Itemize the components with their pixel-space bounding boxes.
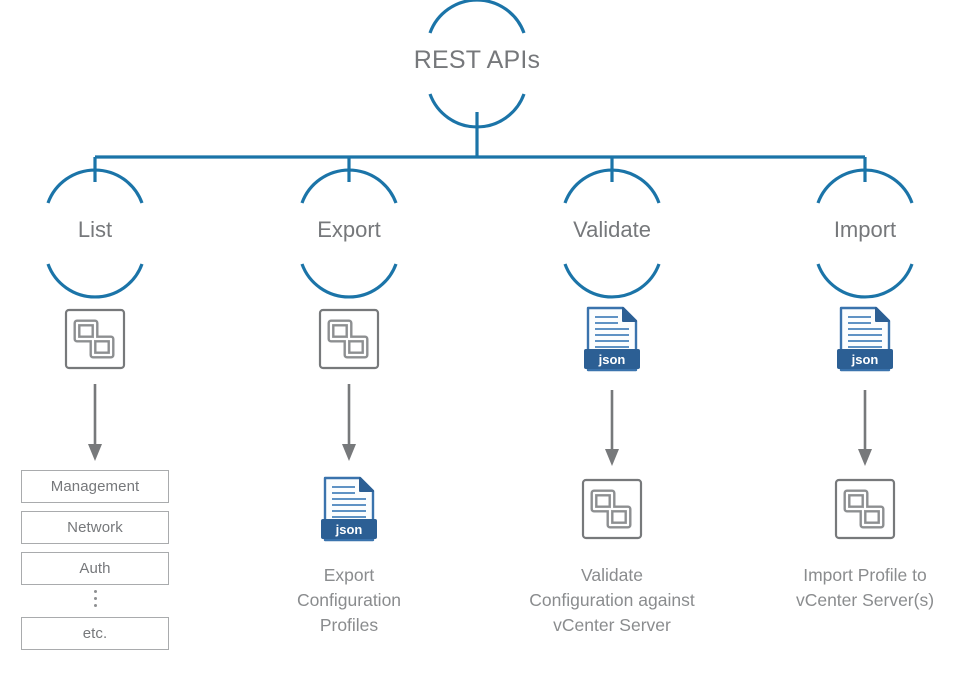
branch-arc-bottom-export (300, 263, 398, 299)
list-item[interactable]: Auth (21, 552, 169, 585)
branch-arc-top-import (816, 168, 914, 204)
branch-label-import[interactable]: Import (833, 217, 897, 242)
json-file-icon-import: json (837, 306, 893, 372)
branch-label-export[interactable]: Export (317, 217, 381, 242)
json-badge-label: json (335, 522, 363, 537)
list-item[interactable]: Network (21, 511, 169, 544)
vcenter-icon-export (318, 308, 380, 370)
caption-line: Configuration against (529, 590, 695, 610)
branch-arc-bottom-list (46, 263, 144, 299)
diagram-title: REST APIs (413, 46, 541, 74)
list-item[interactable]: Management (21, 470, 169, 503)
branch-arc-top-export (300, 168, 398, 204)
caption-line: Export (323, 565, 375, 585)
caption-line: Validate (581, 565, 643, 585)
json-badge-label: json (851, 352, 879, 367)
down-arrow-icon-export (342, 384, 356, 461)
list-item[interactable]: etc. (21, 617, 169, 650)
branch-label-list[interactable]: List (77, 217, 113, 242)
caption-line: vCenter Server(s) (795, 590, 935, 610)
vcenter-icon-import (834, 478, 896, 540)
branch-arc-top-validate (563, 168, 661, 204)
list-ellipsis-icon (21, 590, 169, 607)
json-file-icon-validate: json (584, 306, 640, 372)
json-file-icon-export: json (321, 476, 377, 542)
vcenter-icon-list (64, 308, 126, 370)
down-arrow-icon-list (88, 384, 102, 461)
caption-export: Export Configuration Profiles (219, 563, 479, 638)
root-arc-bottom (428, 93, 526, 129)
down-arrow-icon-import (858, 390, 872, 466)
caption-import: Import Profile to vCenter Server(s) (735, 563, 974, 613)
branch-arc-bottom-validate (563, 263, 661, 299)
vcenter-icon-validate (581, 478, 643, 540)
caption-validate: Validate Configuration against vCenter S… (482, 563, 742, 638)
caption-line: Configuration (296, 590, 402, 610)
caption-line: Import Profile to (803, 565, 927, 585)
branch-label-validate[interactable]: Validate (573, 217, 651, 242)
down-arrow-icon-validate (605, 390, 619, 466)
json-badge-label: json (598, 352, 626, 367)
caption-line: vCenter Server (553, 615, 671, 635)
root-arc-top (428, 0, 526, 34)
caption-line: Profiles (319, 615, 379, 635)
branch-arc-top-list (46, 168, 144, 204)
branch-arc-bottom-import (816, 263, 914, 299)
